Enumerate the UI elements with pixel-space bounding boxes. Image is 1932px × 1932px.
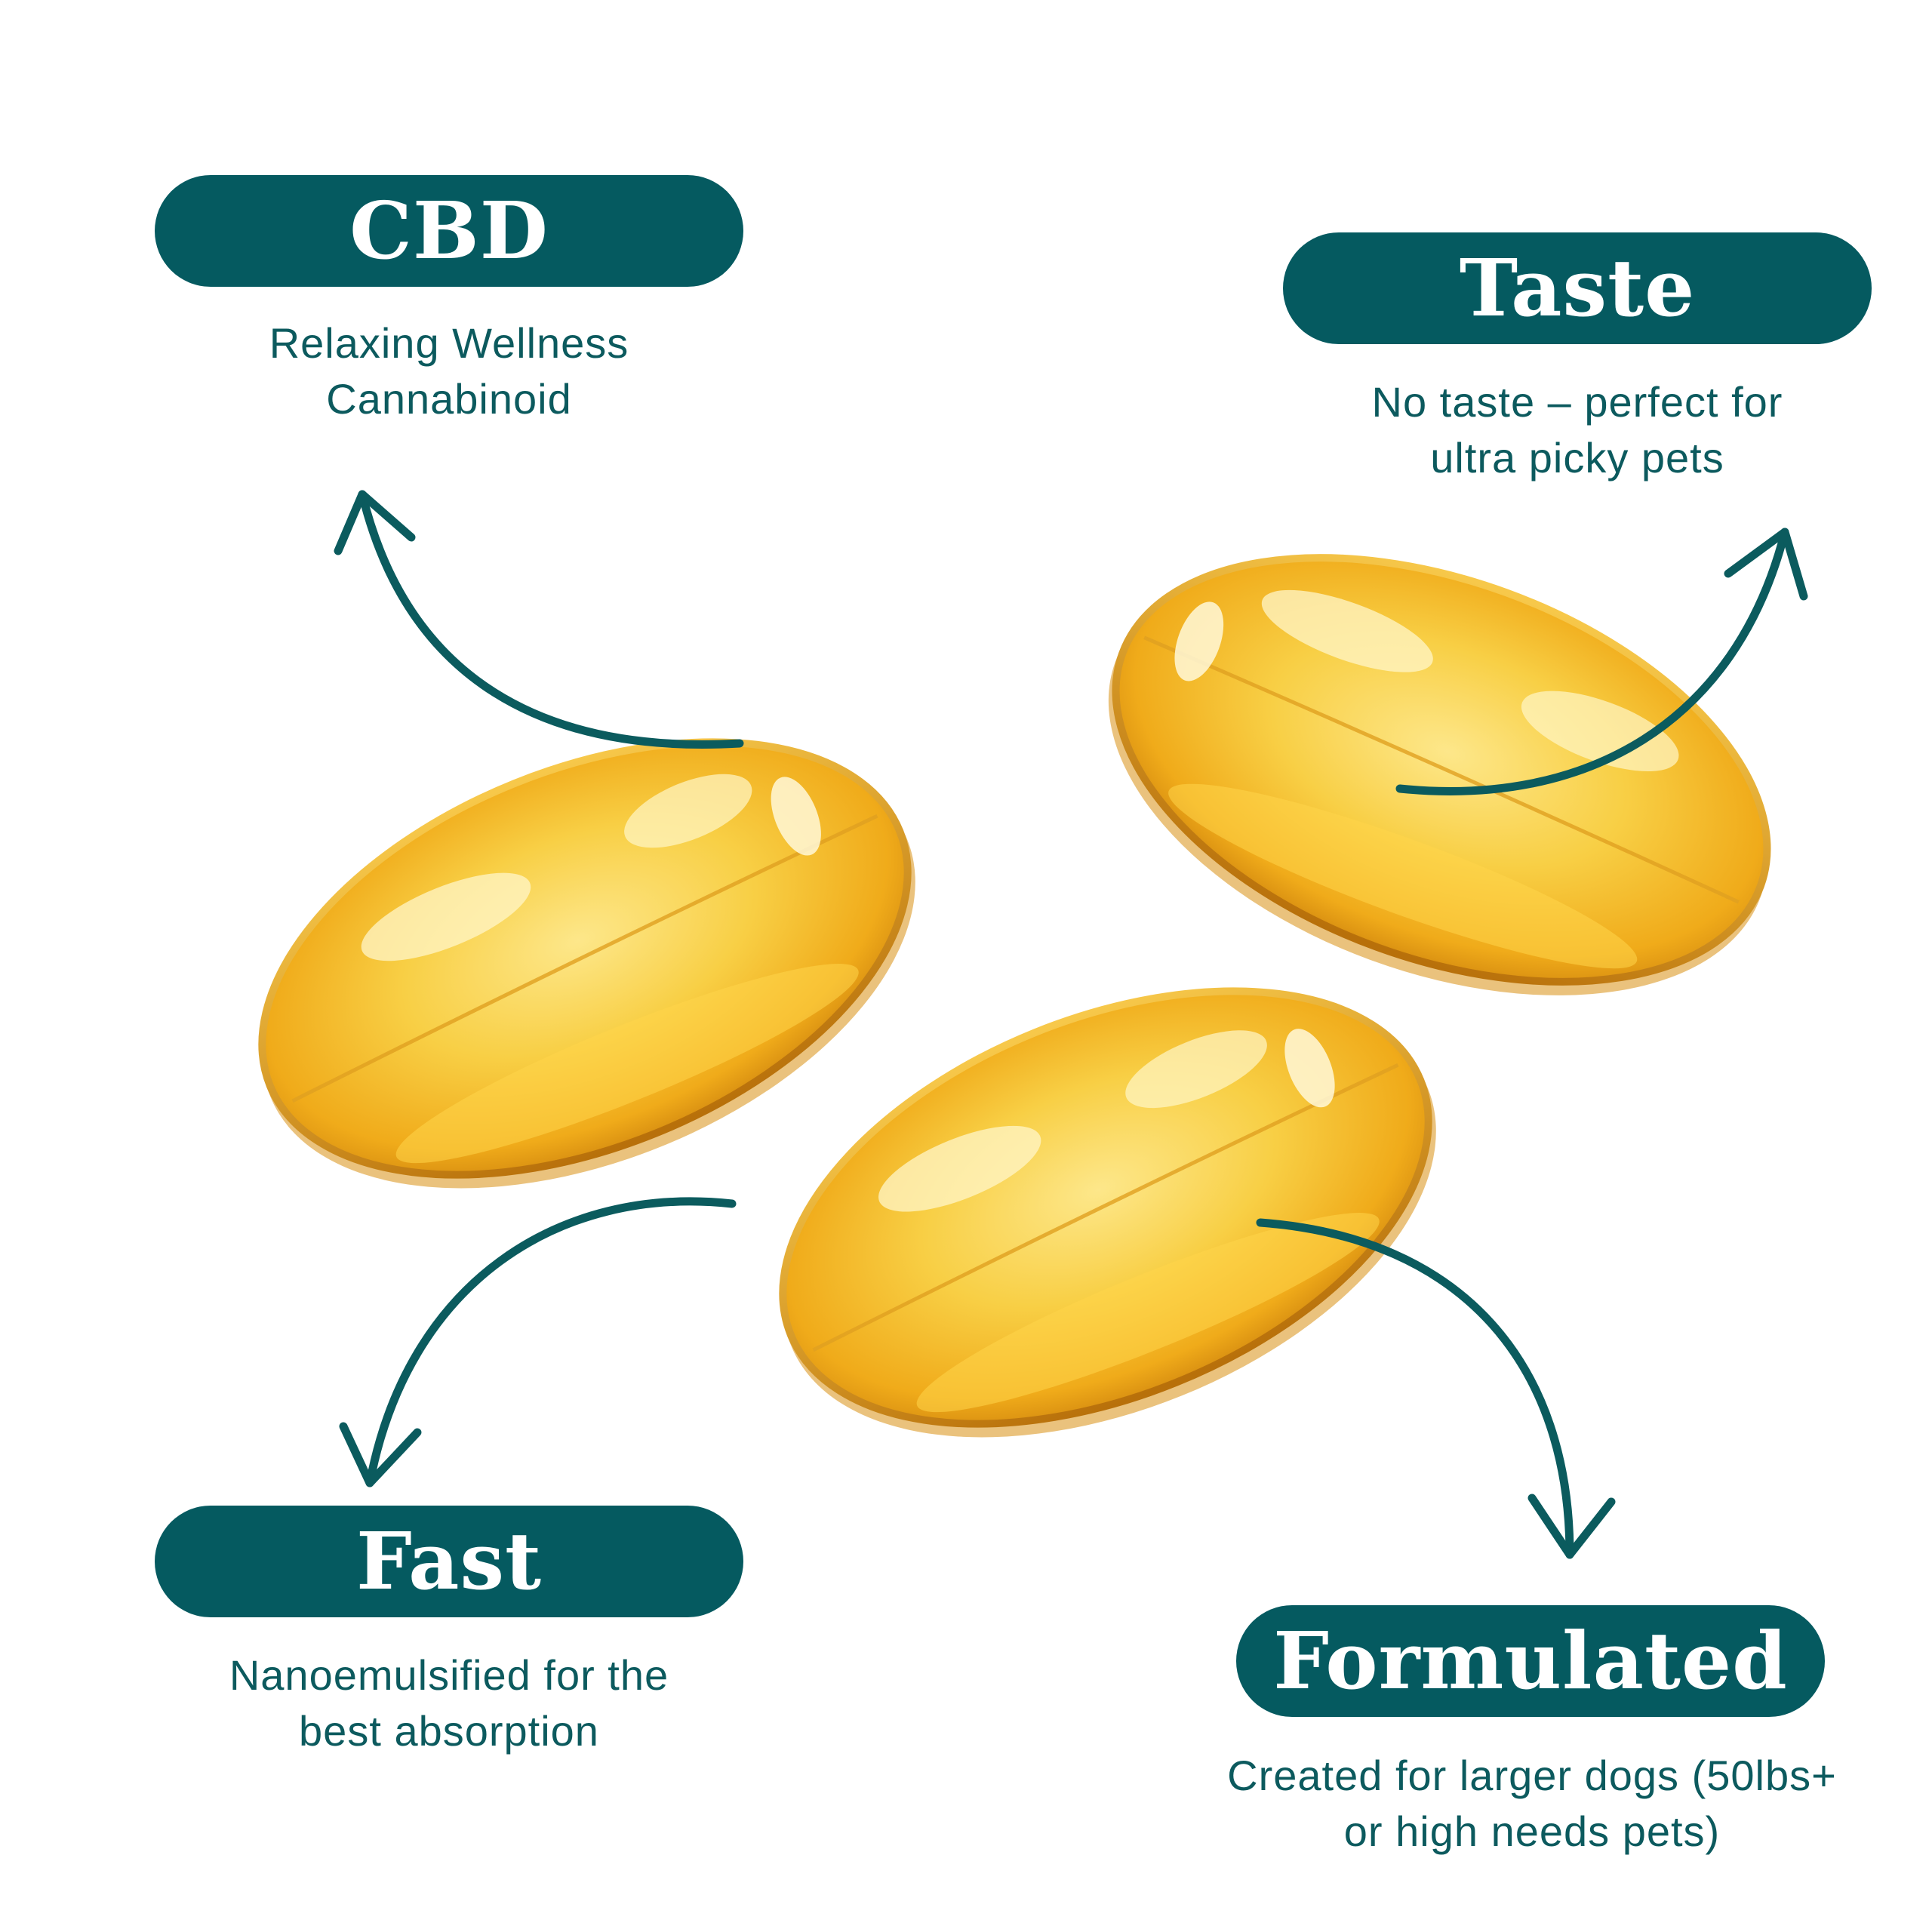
fast-pill: Fast <box>155 1506 743 1617</box>
taste-pill: Taste <box>1283 232 1872 344</box>
curved-arrow-icon <box>334 490 744 749</box>
fast-description-line: best absorption <box>299 1707 599 1755</box>
fast-description: Nanoemulsified for the best absorption <box>155 1647 743 1759</box>
curved-arrow-icon <box>1256 1218 1616 1559</box>
softgel-capsule-icon <box>779 987 1436 1438</box>
formulated-description-line: Created for larger dogs (50lbs+ <box>1227 1752 1837 1799</box>
cbd-description-line: Relaxing Wellness <box>269 319 629 367</box>
cbd-pill: CBD <box>155 175 743 287</box>
cbd-description-line: Cannabinoid <box>326 375 572 423</box>
taste-description-line: No taste – perfect for <box>1371 378 1783 426</box>
cbd-title: CBD <box>349 184 549 277</box>
formulated-title: Formulated <box>1273 1614 1788 1707</box>
taste-title: Taste <box>1459 242 1696 334</box>
softgel-capsule-icon <box>258 738 915 1189</box>
formulated-pill: Formulated <box>1236 1605 1825 1717</box>
softgel-capsule-icon <box>1108 554 1771 995</box>
formulated-description-line: or high needs pets) <box>1343 1807 1721 1855</box>
taste-description-line: ultra picky pets <box>1430 434 1724 481</box>
curved-arrow-icon <box>339 1197 737 1487</box>
curved-arrow-icon <box>1395 528 1808 795</box>
fast-description-line: Nanoemulsified for the <box>229 1651 669 1699</box>
formulated-description: Created for larger dogs (50lbs+ or high … <box>1155 1748 1909 1860</box>
fast-title: Fast <box>355 1515 543 1607</box>
cbd-description: Relaxing Wellness Cannabinoid <box>155 315 743 427</box>
taste-description: No taste – perfect for ultra picky pets <box>1283 374 1872 486</box>
